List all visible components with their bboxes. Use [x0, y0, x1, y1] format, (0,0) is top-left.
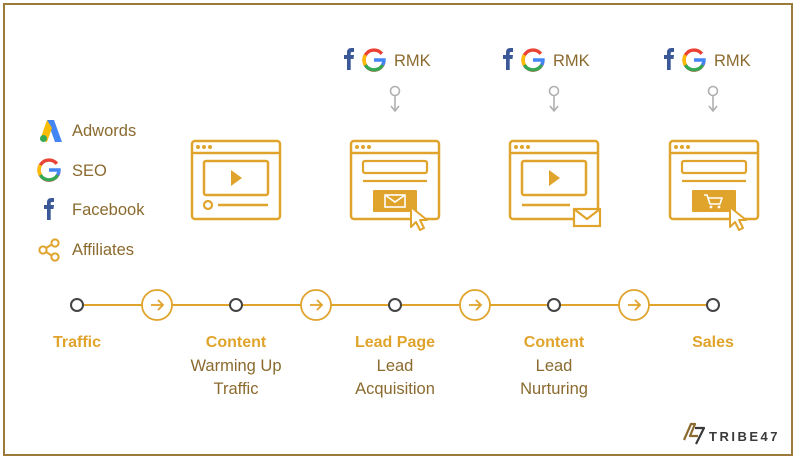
tribe47-logo-icon — [682, 422, 706, 445]
rmk-arrow-icon — [548, 85, 560, 112]
facebook-icon — [664, 48, 674, 70]
rmk-label: RMK — [553, 52, 590, 70]
affiliates-icon — [38, 238, 60, 262]
brand-name: TRIBE47 — [709, 429, 780, 444]
rmk-group-1: RMK — [344, 48, 431, 72]
facebook-icon — [344, 48, 354, 70]
stage-title-sales: Sales — [692, 334, 734, 351]
stage-line: Lead — [536, 357, 573, 375]
stage-line: Lead — [377, 357, 414, 375]
sales-page-icon — [668, 139, 760, 231]
timeline-arrow-icon — [618, 289, 650, 321]
stage-line: Nurturing — [520, 380, 588, 398]
diagram-frame — [3, 3, 793, 456]
source-label-seo: SEO — [72, 162, 107, 180]
timeline-node — [547, 298, 561, 312]
timeline-node — [706, 298, 720, 312]
adwords-icon — [40, 120, 62, 142]
timeline-node — [229, 298, 243, 312]
stage-title-lead-page: Lead Page — [355, 334, 435, 351]
stage-line: Acquisition — [355, 380, 435, 398]
rmk-group-3: RMK — [664, 48, 751, 72]
rmk-arrow-icon — [707, 85, 719, 112]
rmk-label: RMK — [394, 52, 431, 70]
timeline-node — [70, 298, 84, 312]
stage-title-content: Content — [206, 334, 267, 351]
stage-title-traffic: Traffic — [53, 334, 101, 351]
timeline-arrow-icon — [141, 289, 173, 321]
video-page-icon — [190, 139, 282, 221]
facebook-icon — [44, 198, 54, 220]
stage-title-content-nurturing: Content — [524, 334, 585, 351]
rmk-arrow-icon — [389, 85, 401, 112]
stage-line: Traffic — [214, 380, 259, 398]
source-label-affiliates: Affiliates — [72, 241, 134, 259]
timeline-node — [388, 298, 402, 312]
source-label-facebook: Facebook — [72, 201, 145, 219]
source-label-adwords: Adwords — [72, 122, 136, 140]
google-icon — [37, 158, 61, 182]
google-icon — [682, 48, 706, 72]
timeline-arrow-icon — [459, 289, 491, 321]
stage-line: Warming Up — [190, 357, 281, 375]
google-icon — [521, 48, 545, 72]
lead-page-icon — [349, 139, 441, 231]
facebook-icon — [503, 48, 513, 70]
rmk-group-2: RMK — [503, 48, 590, 72]
timeline-arrow-icon — [300, 289, 332, 321]
google-icon — [362, 48, 386, 72]
nurturing-page-icon — [508, 139, 602, 228]
rmk-label: RMK — [714, 52, 751, 70]
